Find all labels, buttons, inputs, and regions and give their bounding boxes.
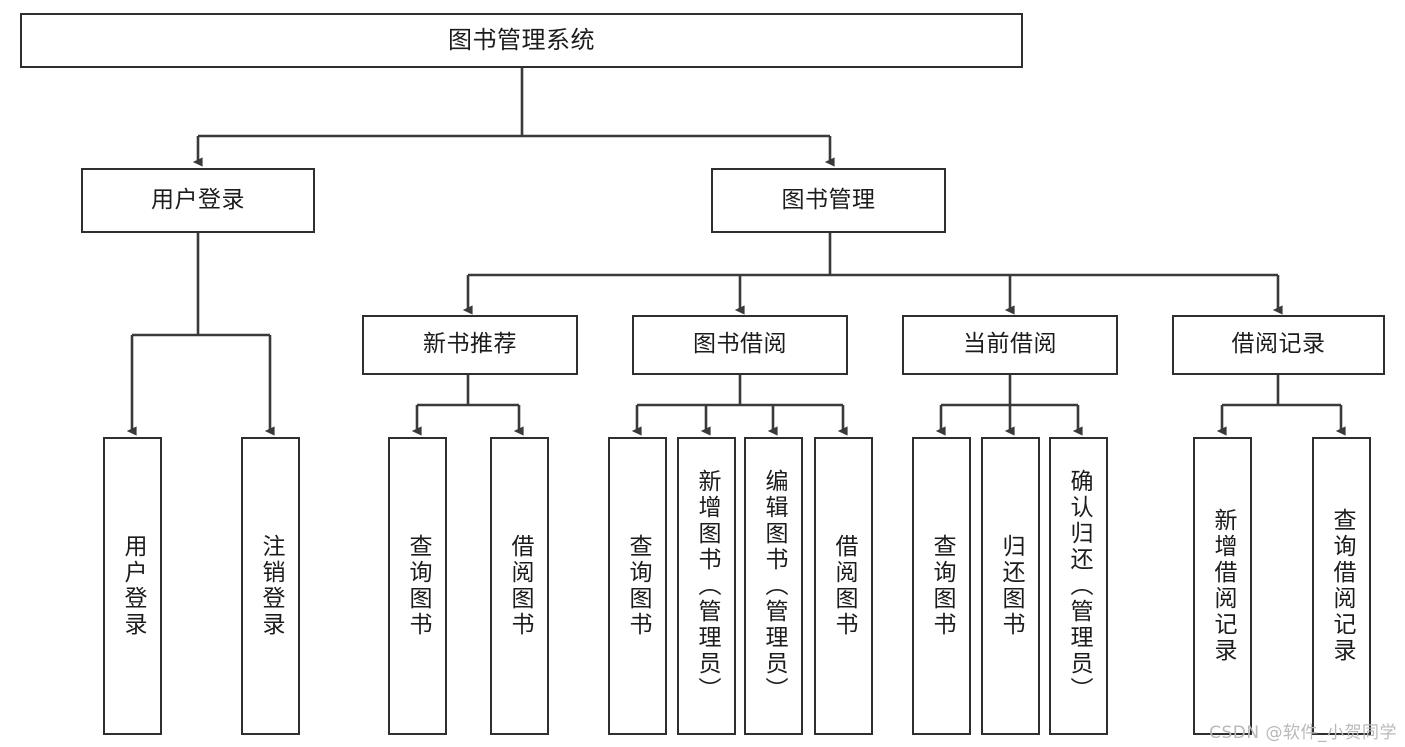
node-label: 借阅图书 (507, 534, 533, 638)
leaf-borrow-book[interactable]: 借阅图书 (814, 437, 873, 735)
node-new-book-recommend[interactable]: 新书推荐 (362, 315, 578, 375)
leaf-borrow-book-recommend[interactable]: 借阅图书 (490, 437, 549, 735)
leaf-add-borrow-record[interactable]: 新增借阅记录 (1193, 437, 1252, 735)
node-root-system[interactable]: 图书管理系统 (20, 13, 1023, 68)
node-label: 借阅图书 (831, 534, 857, 638)
node-label: 当前借阅 (963, 331, 1057, 358)
leaf-confirm-return-admin[interactable]: 确认归还（管理员） (1049, 437, 1108, 735)
node-book-borrow[interactable]: 图书借阅 (632, 315, 848, 375)
node-label: 图书管理系统 (448, 26, 595, 55)
node-label: 新增借阅记录 (1210, 508, 1236, 664)
node-user-login[interactable]: 用户登录 (81, 168, 315, 233)
node-label: 用户登录 (151, 186, 245, 213)
node-current-borrow[interactable]: 当前借阅 (902, 315, 1118, 375)
node-label: 查询图书 (625, 534, 651, 638)
leaf-query-book-borrow[interactable]: 查询图书 (608, 437, 667, 735)
leaf-return-book[interactable]: 归还图书 (981, 437, 1040, 735)
leaf-query-borrow-record[interactable]: 查询借阅记录 (1312, 437, 1371, 735)
node-label: 用户登录 (120, 534, 146, 638)
node-label: 查询借阅记录 (1329, 508, 1355, 664)
node-label: 注销登录 (258, 534, 284, 638)
leaf-query-book-current[interactable]: 查询图书 (912, 437, 971, 735)
node-label: 图书借阅 (693, 331, 787, 358)
node-label: 查询图书 (405, 534, 431, 638)
node-label: 新书推荐 (423, 331, 517, 358)
node-label: 编辑图书（管理员） (761, 469, 787, 703)
node-label: 查询图书 (929, 534, 955, 638)
leaf-edit-book-admin[interactable]: 编辑图书（管理员） (744, 437, 803, 735)
leaf-user-login[interactable]: 用户登录 (103, 437, 162, 735)
node-label: 归还图书 (998, 534, 1024, 638)
node-book-management[interactable]: 图书管理 (711, 168, 946, 233)
node-borrow-record[interactable]: 借阅记录 (1172, 315, 1385, 375)
watermark-text: CSDN @软件_小贺同学 (1209, 723, 1397, 743)
node-label: 确认归还（管理员） (1066, 469, 1092, 703)
leaf-add-book-admin[interactable]: 新增图书（管理员） (677, 437, 736, 735)
node-label: 借阅记录 (1231, 331, 1326, 358)
leaf-logout[interactable]: 注销登录 (241, 437, 300, 735)
node-label: 新增图书（管理员） (694, 469, 720, 703)
node-label: 图书管理 (781, 186, 876, 213)
leaf-query-book-recommend[interactable]: 查询图书 (388, 437, 447, 735)
